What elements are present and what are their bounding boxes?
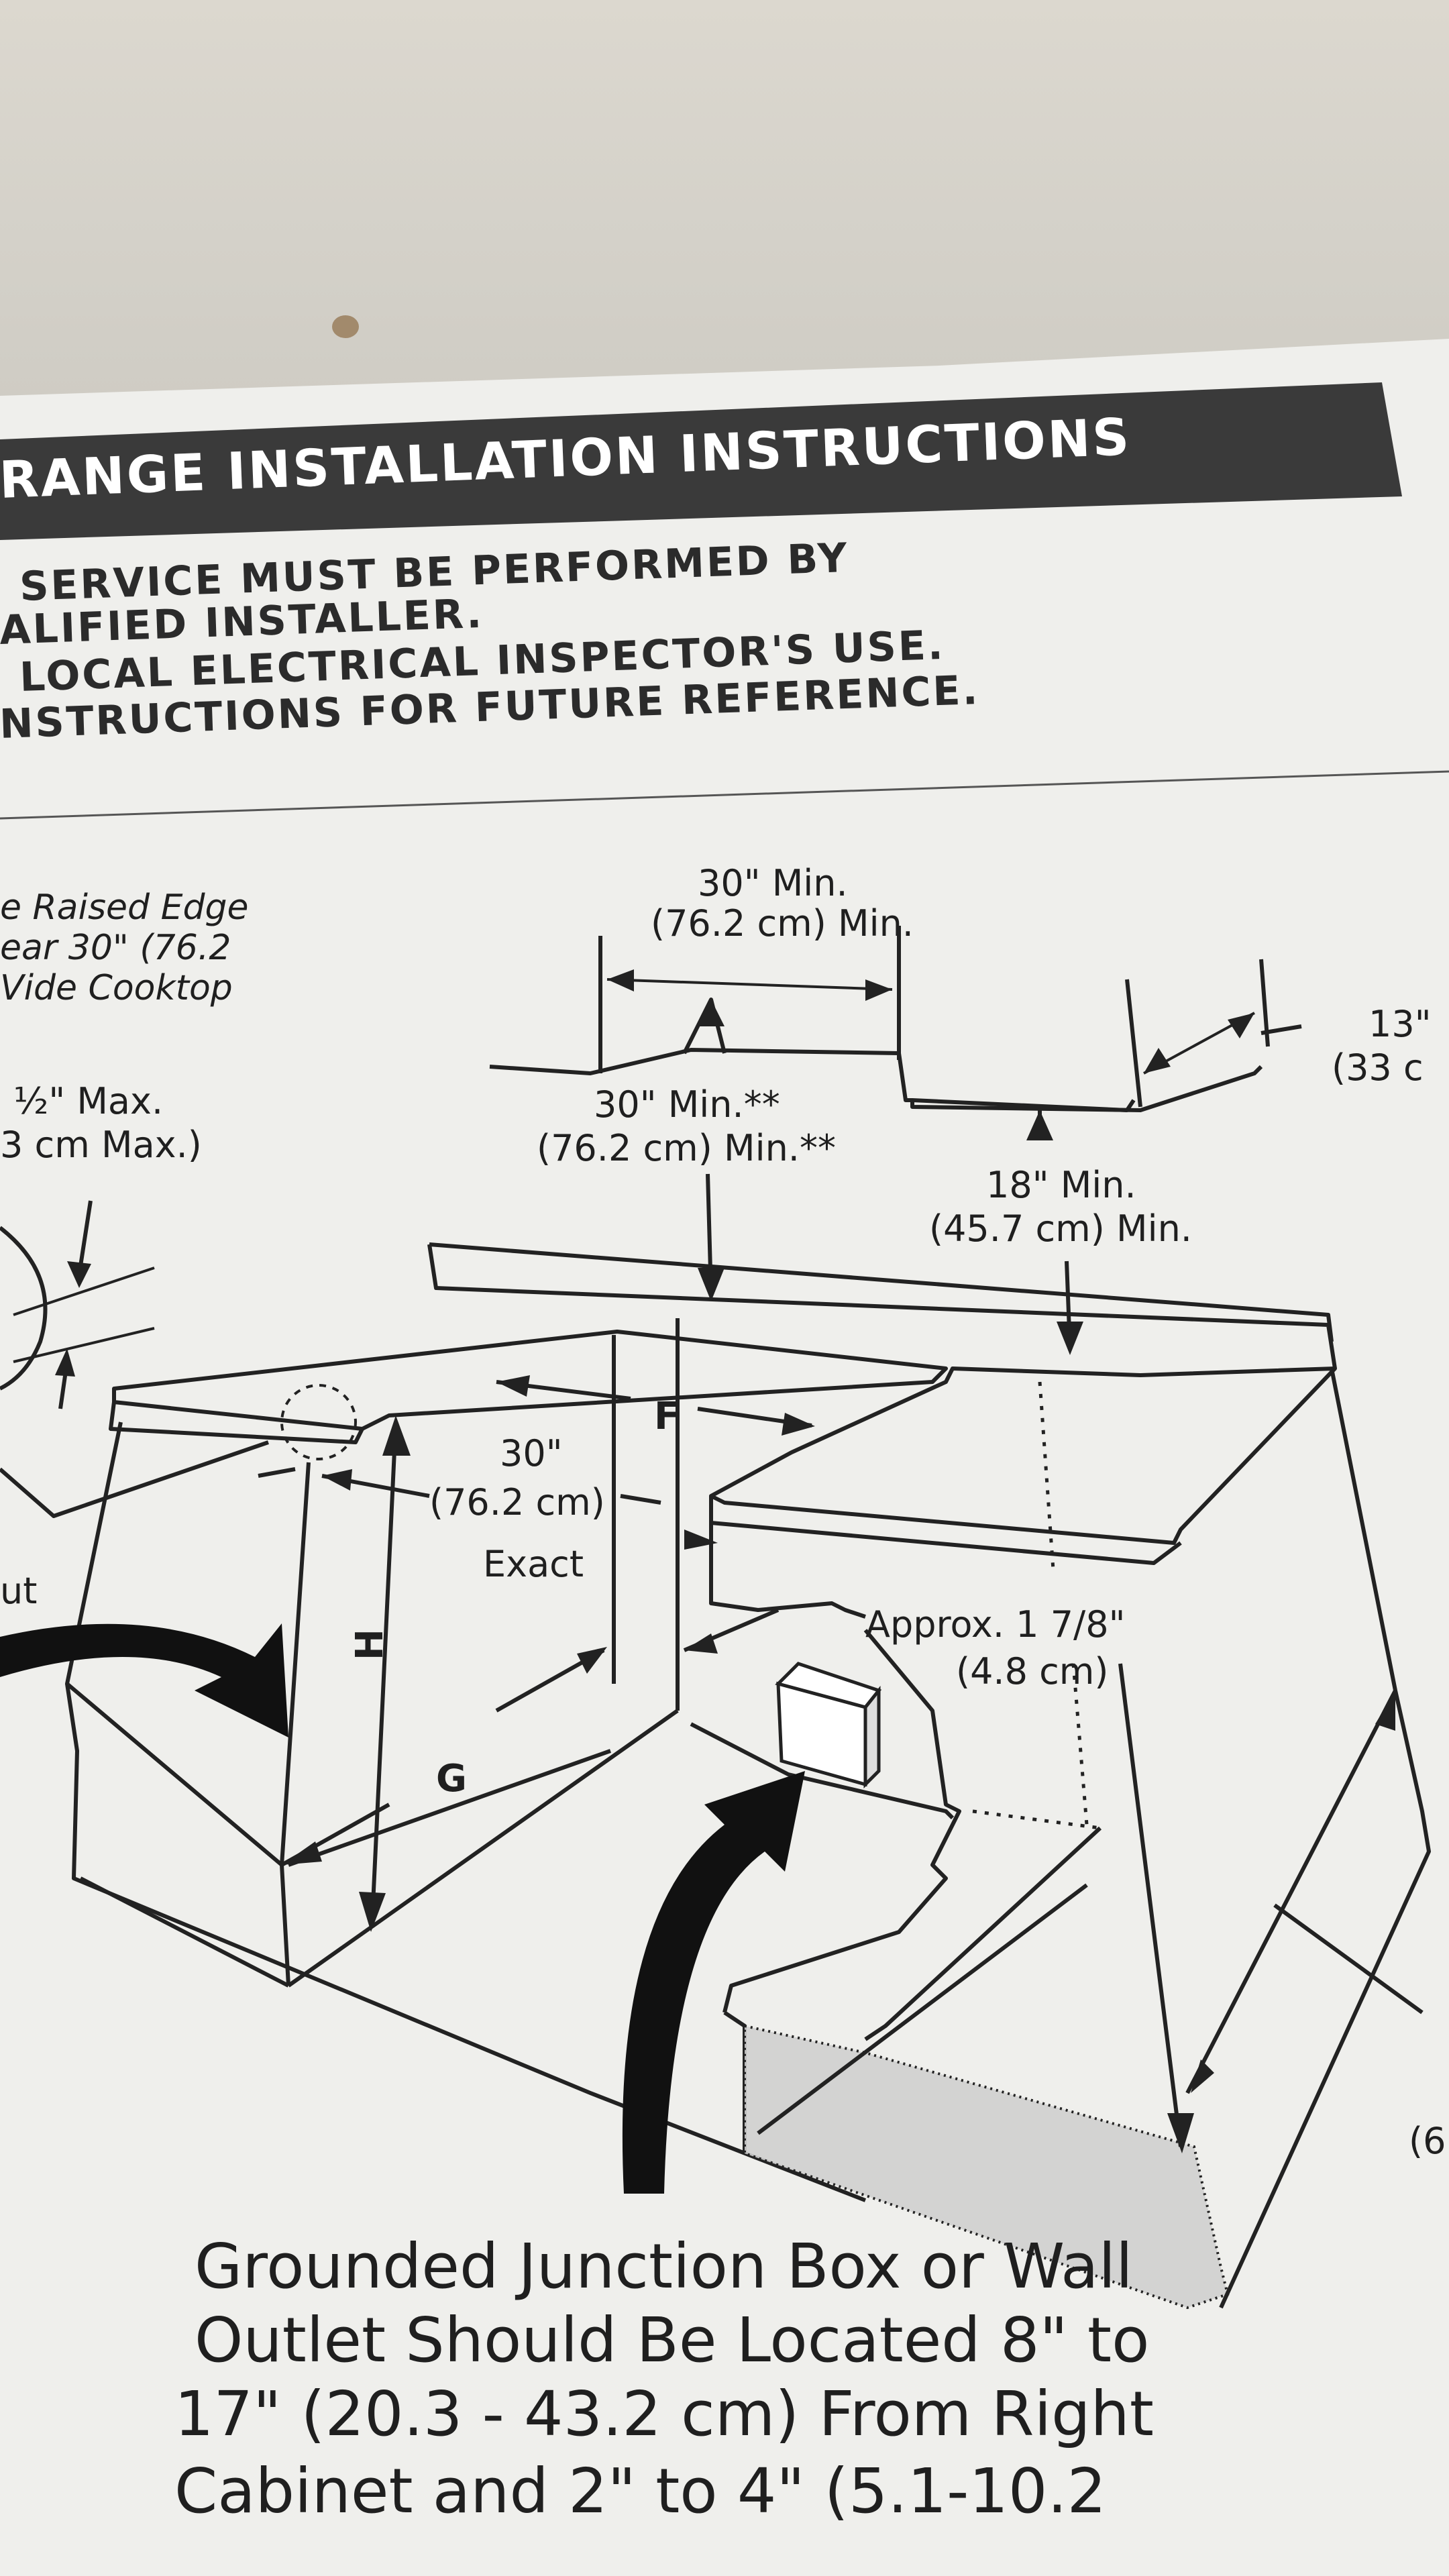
caption-line-1: Grounded Junction Box or Wall xyxy=(195,2231,1133,2302)
caption-line-3: 17" (20.3 - 43.2 cm) From Right xyxy=(174,2378,1154,2450)
detail-lines xyxy=(13,1267,155,1363)
cutout-width-label-2: (76.2 cm) xyxy=(429,1481,605,1523)
warning-lines: SERVICE MUST BE PERFORMED BY ALIFIED INS… xyxy=(0,535,980,748)
upper-height-label-2: (76.2 cm) Min.** xyxy=(537,1127,836,1169)
half-inch-label-1: ½" Max. xyxy=(13,1080,163,1122)
caption-line-4: Cabinet and 2" to 4" (5.1-10.2 xyxy=(174,2455,1106,2527)
top-width-label-1: 30" Min. xyxy=(698,862,848,904)
detail-circle xyxy=(0,1226,48,1391)
left-arrow xyxy=(0,1623,288,1737)
cutout-width-label-1: 30" xyxy=(500,1432,563,1474)
cutout-width-label-3: Exact xyxy=(483,1543,584,1585)
left-note-3: Vide Cooktop xyxy=(0,968,233,1008)
header-banner: RANGE INSTALLATION INSTRUCTIONS xyxy=(0,382,1402,540)
right-depth-label-2: (33 c xyxy=(1332,1046,1424,1089)
left-note-1: e Raised Edge xyxy=(0,888,248,928)
cabinet-height-label-2: (45.7 cm) Min. xyxy=(929,1208,1192,1250)
upper-height-label-1: 30" Min.** xyxy=(594,1083,780,1126)
approx-label-1: Approx. 1 7/8" xyxy=(865,1603,1125,1646)
cabinet-height-label-1: 18" Min. xyxy=(986,1164,1136,1206)
left-cut-label: ut xyxy=(0,1570,37,1612)
section-divider xyxy=(0,770,1449,820)
dimension-letter-f: F xyxy=(654,1395,680,1438)
top-width-label-2: (76.2 cm) Min. xyxy=(651,902,914,945)
half-inch-label-2: 3 cm Max.) xyxy=(0,1124,202,1166)
installation-diagram: e Raised Edge ear 30" (76.2 Vide Cooktop… xyxy=(0,862,1446,2310)
surface-speck xyxy=(332,315,359,338)
approx-label-2: (4.8 cm) xyxy=(956,1650,1108,1693)
left-note-2: ear 30" (76.2 xyxy=(0,928,231,968)
dimension-letter-h: H xyxy=(348,1629,392,1660)
junction-arrow xyxy=(622,1771,805,2194)
right-edge-label: (6 xyxy=(1409,2120,1446,2162)
edge-detail-circle xyxy=(280,1384,357,1460)
caption-line-2: Outlet Should Be Located 8" to xyxy=(195,2304,1149,2376)
table-surface xyxy=(0,0,1449,402)
right-depth-label-1: 13" xyxy=(1368,1003,1432,1045)
dimension-letter-g: G xyxy=(436,1757,467,1801)
junction-box xyxy=(775,1662,882,1789)
junction-box-caption: Grounded Junction Box or Wall Outlet Sho… xyxy=(174,2231,1154,2527)
